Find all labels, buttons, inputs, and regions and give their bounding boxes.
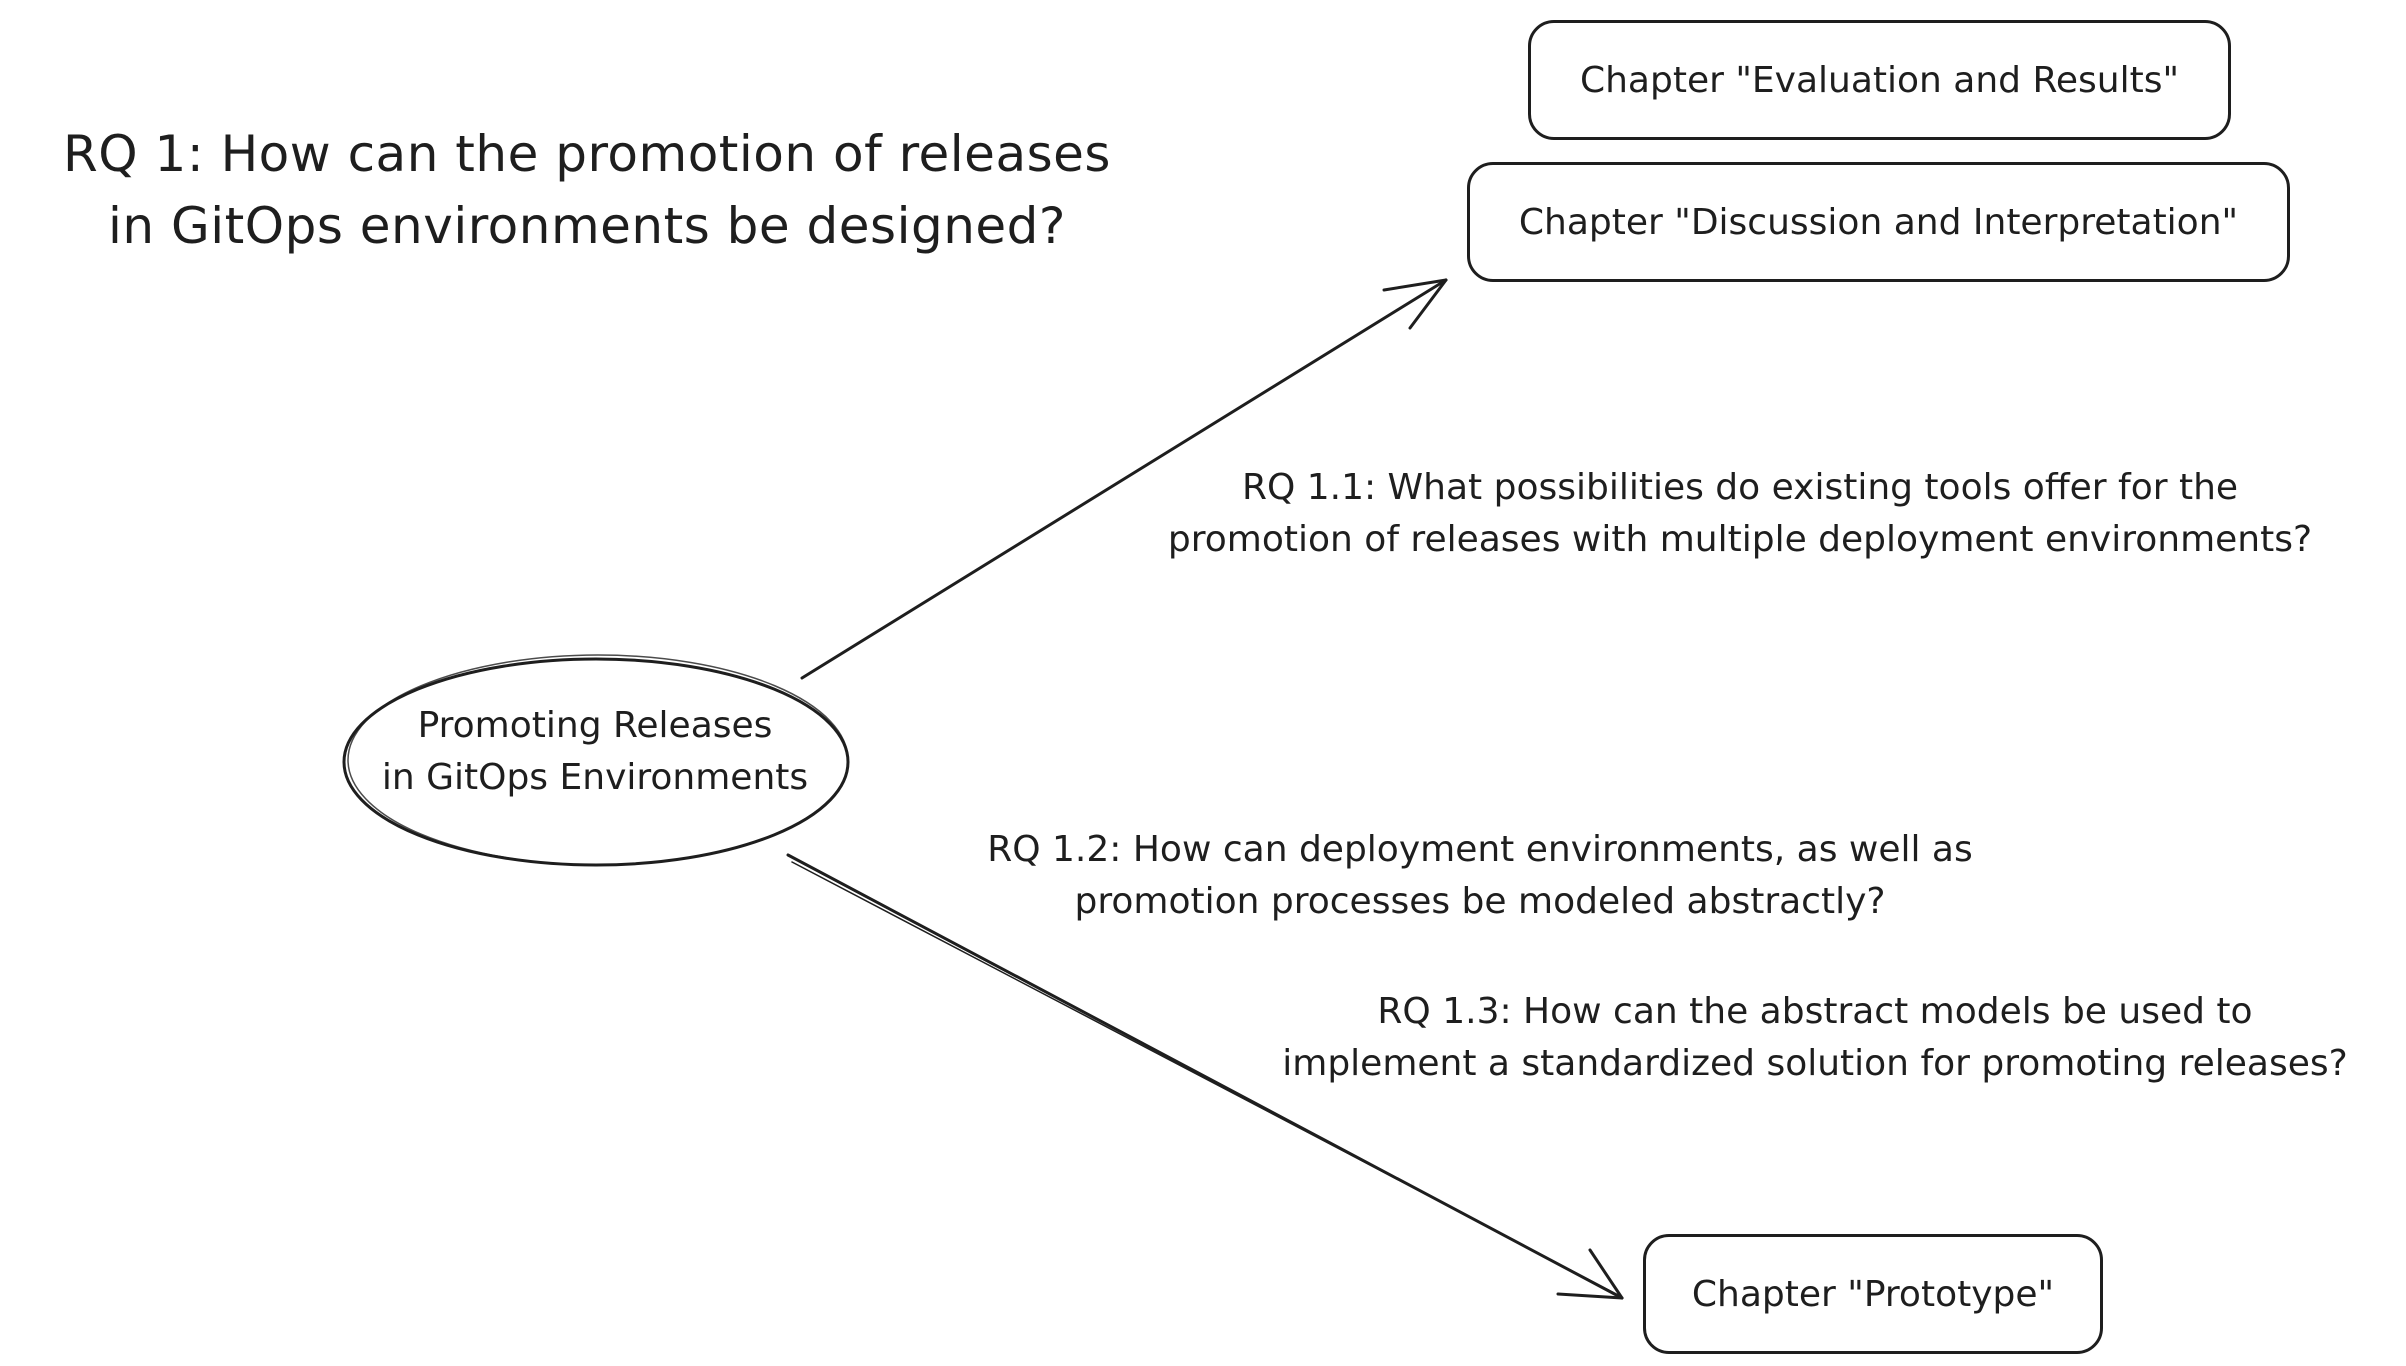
main-research-question: RQ 1: How can the promotion of releases … [12,118,1162,262]
rq-1-2-line-2: promotion processes be modeled abstractl… [1074,881,1886,922]
rq-1-3-line-1: RQ 1.3: How can the abstract models be u… [1377,991,2253,1032]
center-node-ellipse-sketch [347,654,849,866]
rq-1-2-line-1: RQ 1.2: How can deployment environments,… [987,829,1973,870]
main-research-question-line-2: in GitOps environments be designed? [108,197,1066,255]
rq-1-3-label: RQ 1.3: How can the abstract models be u… [1230,986,2400,1090]
chapter-evaluation-box: Chapter "Evaluation and Results" [1528,20,2231,140]
chapter-evaluation-label: Chapter "Evaluation and Results" [1579,59,2180,101]
arrow-to-prototype [786,853,1624,1300]
chapter-discussion-box: Chapter "Discussion and Interpretation" [1467,162,2290,282]
center-node-label-line-2: in GitOps Environments [381,757,809,798]
rq-1-1-label: RQ 1.1: What possibilities do existing t… [1140,462,2340,566]
center-node-label-line-1: Promoting Releases [417,705,773,746]
center-node-label: Promoting Releases in GitOps Environment… [350,700,840,804]
chapter-prototype-box: Chapter "Prototype" [1643,1234,2103,1354]
main-research-question-line-1: RQ 1: How can the promotion of releases [63,125,1111,183]
chapter-discussion-label: Chapter "Discussion and Interpretation" [1518,201,2239,243]
chapter-prototype-label: Chapter "Prototype" [1691,1273,2055,1315]
rq-1-1-line-2: promotion of releases with multiple depl… [1167,519,2313,560]
rq-1-1-line-1: RQ 1.1: What possibilities do existing t… [1241,467,2239,508]
rq-1-3-line-2: implement a standardized solution for pr… [1282,1043,2348,1084]
rq-1-2-label: RQ 1.2: How can deployment environments,… [895,824,2065,928]
arrow-to-discussion [800,278,1448,680]
